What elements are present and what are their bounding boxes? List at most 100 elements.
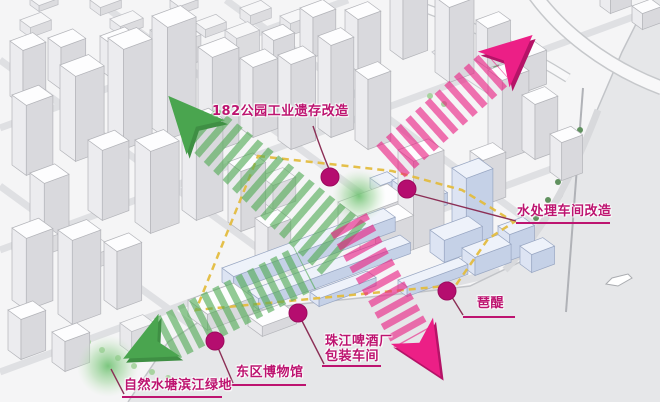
pink-axis-bands [330, 50, 512, 348]
dot-brewery-packaging [288, 303, 308, 323]
building-block [631, 0, 660, 14]
building-block [57, 219, 102, 241]
building-block [150, 140, 180, 234]
building-block [317, 27, 355, 46]
building-block [87, 139, 103, 222]
tree-icon [165, 375, 171, 381]
building-block [29, 163, 70, 184]
river-bridge [565, 87, 584, 313]
dot-park-182 [320, 167, 340, 187]
city-buildings [7, 0, 660, 373]
building-block [151, 5, 197, 28]
building-block [103, 241, 118, 311]
label-pati: 琶醍 [477, 296, 505, 311]
pink-arrowhead-down-right [390, 317, 441, 377]
building-block [610, 0, 632, 15]
building-block [100, 0, 122, 17]
building-block [151, 15, 168, 141]
green-arrowhead-up-left [168, 95, 225, 155]
building-block [519, 237, 556, 255]
building-block [59, 64, 76, 163]
building-block [123, 38, 153, 150]
building-block [451, 157, 494, 179]
building-block [330, 36, 355, 139]
building-block [51, 322, 91, 342]
building-block [642, 6, 660, 31]
building-block [107, 27, 153, 50]
building-block [402, 0, 429, 61]
dot-water-treatment [397, 179, 417, 199]
building-block [389, 0, 404, 61]
building-block [239, 57, 254, 139]
building-block [30, 0, 56, 6]
building-block [134, 139, 151, 235]
building-block [475, 11, 512, 29]
building-block [252, 57, 279, 139]
building-block [224, 21, 261, 39]
green-glow-pond [77, 335, 139, 397]
building-block [354, 69, 369, 151]
building-block [11, 84, 54, 106]
dot-pati [437, 281, 457, 301]
building-block [87, 129, 130, 151]
pink-arrowhead-up-right [477, 35, 533, 88]
building-block [71, 229, 102, 325]
building-block [19, 11, 53, 28]
building-block [47, 28, 87, 48]
building-block [11, 94, 27, 177]
label-water-treatment: 水处理车间改造 [517, 204, 612, 219]
building-block [277, 45, 317, 65]
building-block [239, 0, 273, 16]
building-block [38, 0, 59, 13]
tree-icon [555, 179, 561, 185]
building-block [25, 228, 54, 311]
label-underlines [122, 222, 610, 398]
tree-icon [545, 197, 551, 203]
site-boundary-dashed [194, 154, 517, 312]
building-block [599, 0, 611, 15]
building-block [344, 1, 382, 20]
tree-icon [533, 215, 539, 221]
annotation-dots [205, 167, 457, 351]
building-block [317, 35, 332, 139]
building-block [354, 61, 392, 80]
tree-icon [149, 369, 155, 375]
building-block [101, 140, 130, 221]
building-block [261, 23, 296, 41]
label-east-museum: 东区博物馆 [236, 365, 304, 380]
label-park-182: 182公园工业遗存改造 [212, 104, 349, 119]
building-block [290, 54, 317, 151]
building-block [299, 0, 337, 18]
building-block [59, 54, 105, 77]
leader-lines [110, 125, 517, 395]
building-block [7, 300, 47, 320]
building-block [521, 86, 559, 105]
building-block [197, 36, 240, 58]
label-brewery-line2: 包装车间 [325, 349, 380, 364]
dot-east-museum [205, 331, 225, 351]
building-block [194, 13, 228, 30]
label-pond-green: 自然水塘滨江绿地 [124, 378, 233, 393]
building-block [25, 95, 54, 176]
building-block [549, 125, 584, 143]
building-block [109, 10, 144, 27]
building-block [434, 0, 450, 84]
label-brewery-packaging: 珠江啤酒厂 包装车间 [325, 334, 393, 364]
building-block [277, 54, 292, 151]
building-block [11, 217, 54, 239]
boat-icon [604, 273, 633, 287]
building-block [461, 234, 512, 258]
building-block [469, 142, 507, 161]
building-block [438, 0, 471, 8]
building-block [169, 0, 199, 7]
building-block [11, 227, 27, 312]
green-axis-bands [149, 107, 367, 363]
building-block [429, 215, 484, 241]
label-brewery-line1: 珠江啤酒厂 [325, 334, 393, 349]
building-block [9, 32, 47, 51]
building-block [521, 94, 536, 161]
building-block [89, 0, 123, 8]
green-arrowhead-down-left [123, 313, 181, 359]
